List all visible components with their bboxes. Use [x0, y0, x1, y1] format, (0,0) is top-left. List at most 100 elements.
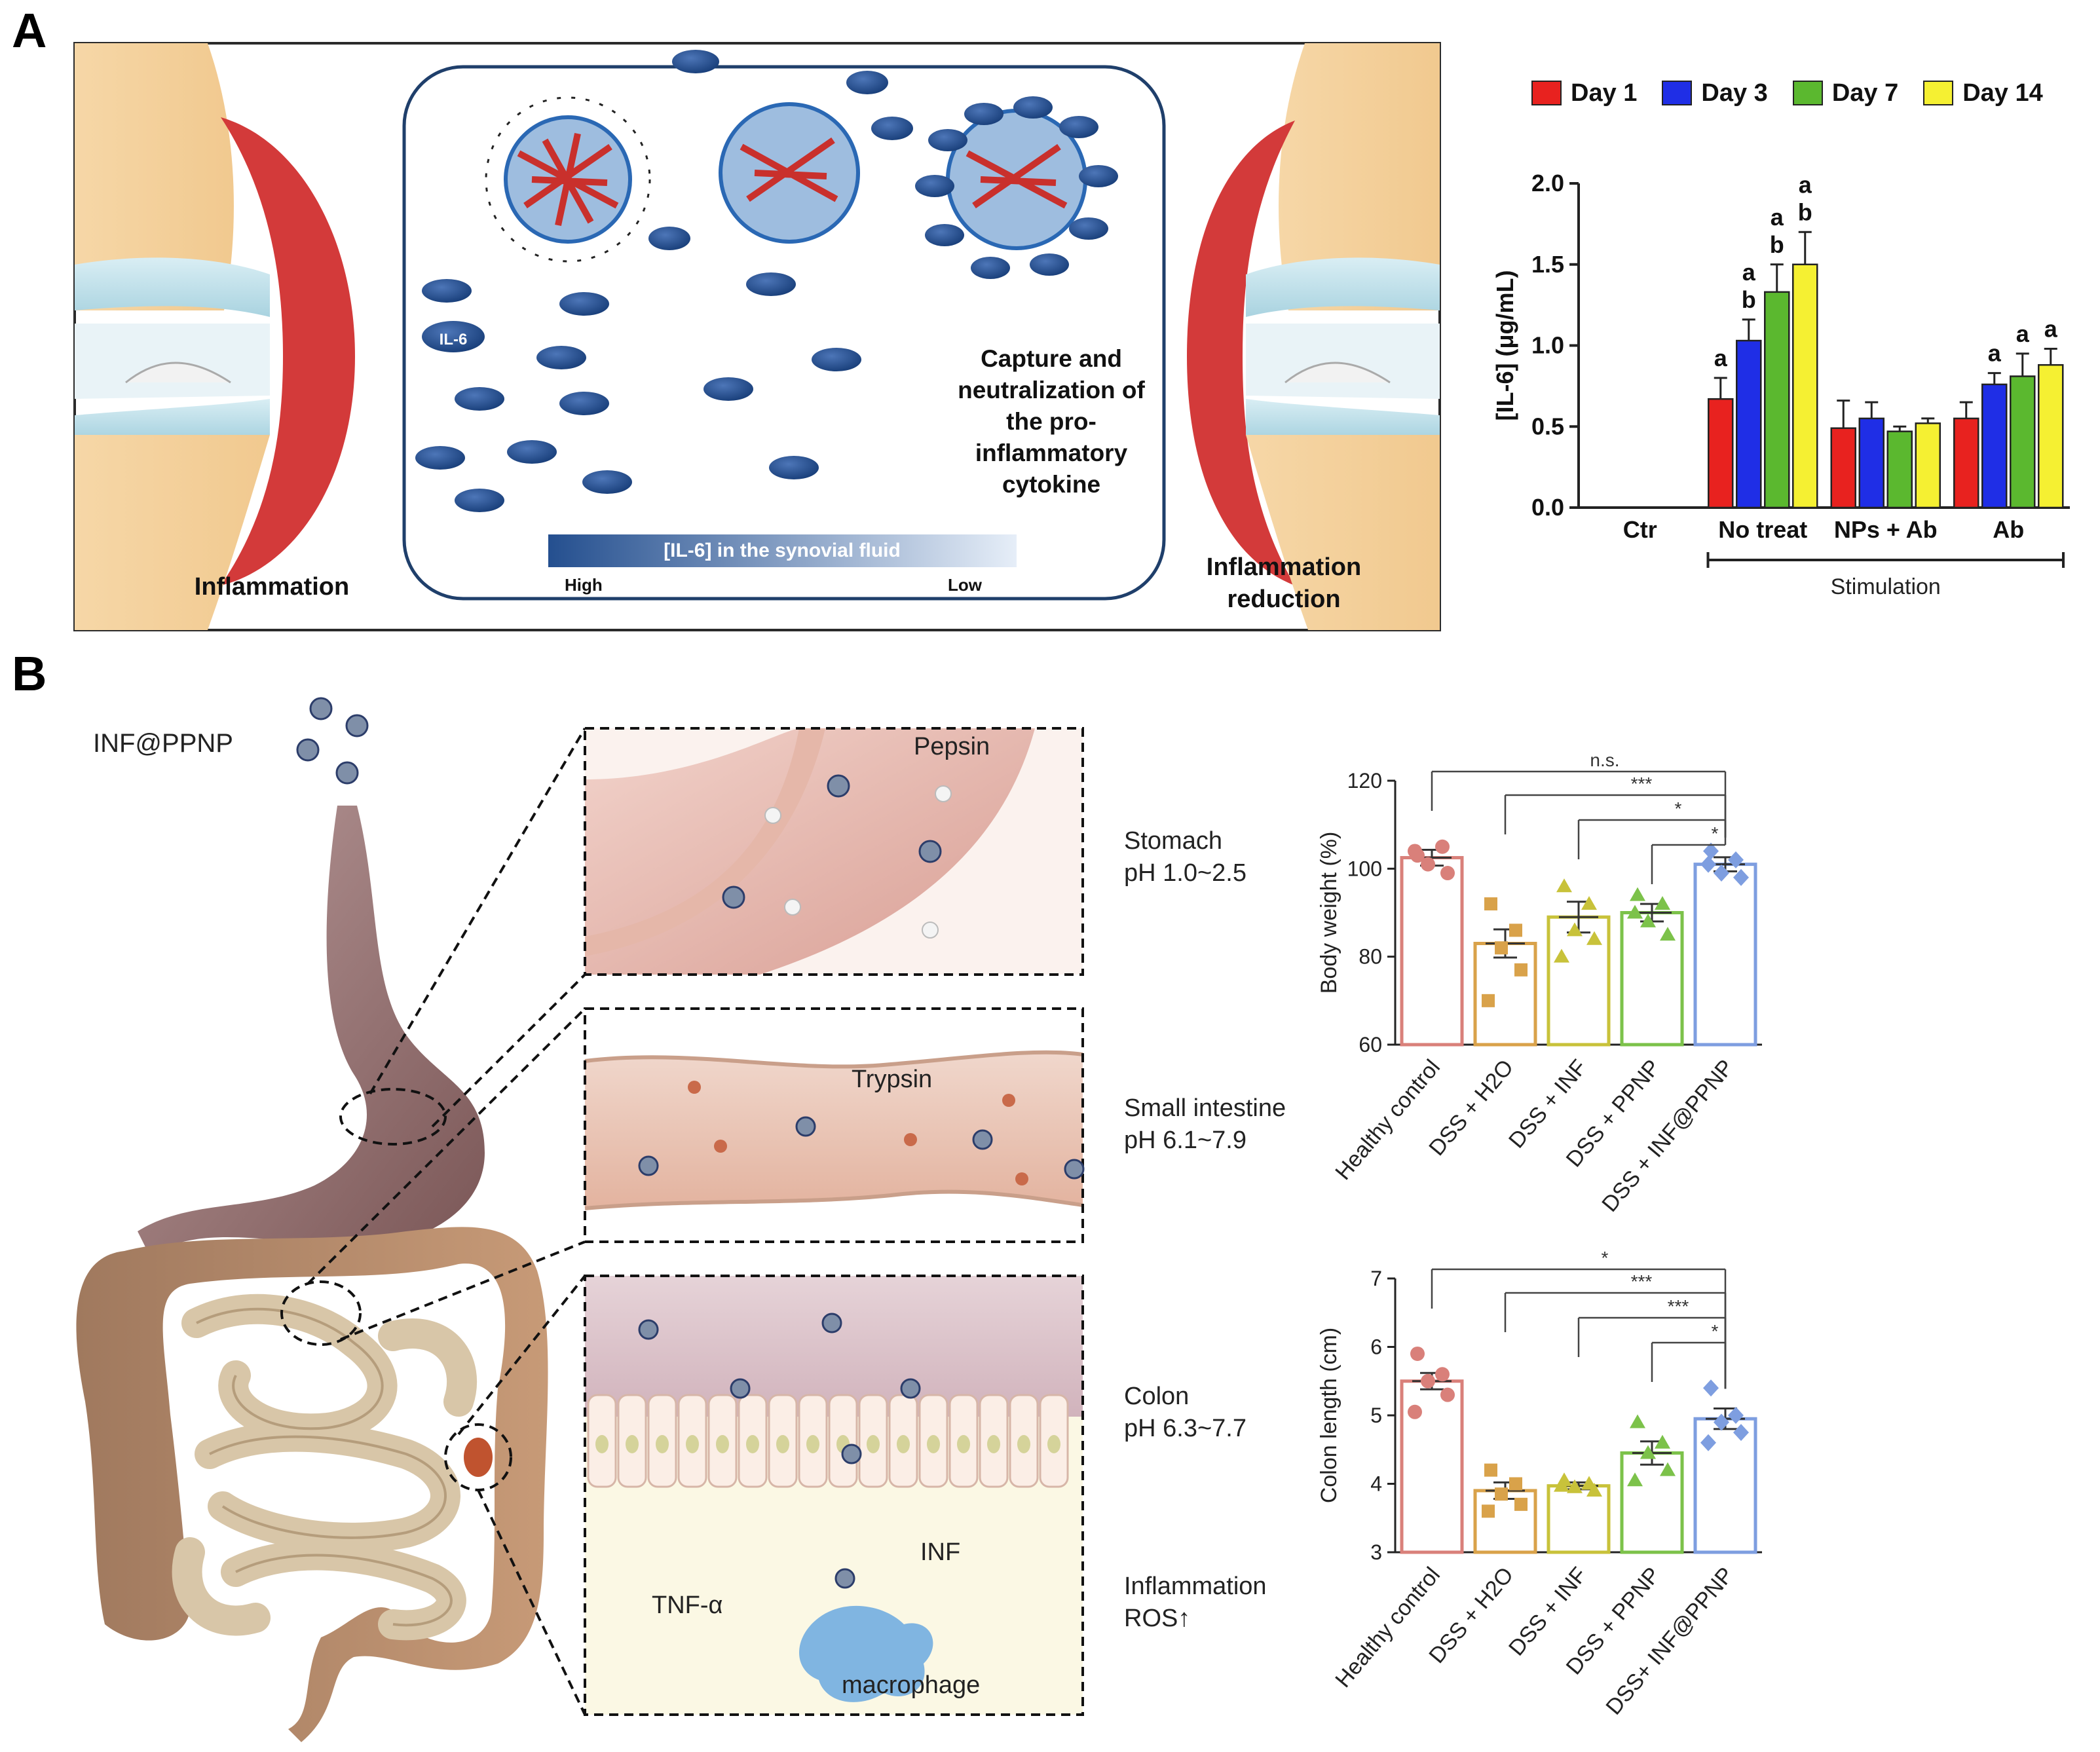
joint-diagram: IL-6 [IL-6] in the synovial fluid High L… [73, 42, 1441, 631]
bar [1708, 398, 1734, 509]
bar [1400, 856, 1464, 1047]
data-point [1703, 842, 1719, 860]
colon-label: Colon pH 6.3~7.7 [1124, 1383, 1247, 1442]
data-point [1482, 994, 1495, 1007]
nanoparticle-glyphs [296, 697, 1085, 1589]
significance-letter: a [1714, 345, 1728, 371]
il6-tag: IL-6 [440, 331, 468, 348]
data-point [1630, 1414, 1645, 1428]
data-point [1714, 1413, 1729, 1431]
small-intestine-label: Small intestine pH 6.1~7.9 [1124, 1094, 1286, 1154]
data-point [1482, 1504, 1495, 1518]
bar [1547, 915, 1611, 1047]
y-tick-label: 1.0 [1531, 332, 1564, 359]
data-point [1514, 1497, 1528, 1511]
x-tick-label: No treat [1718, 516, 1807, 543]
bar [1736, 339, 1762, 509]
significance-letter: a [2016, 320, 2030, 347]
y-tick-label: 0.0 [1531, 494, 1564, 521]
data-point [1660, 1462, 1676, 1476]
y-tick-label: 1.5 [1531, 251, 1564, 278]
inflammation-ros-label: Inflammation ROS↑ [1124, 1573, 1267, 1632]
x-tick-label: Healthy control [1330, 1055, 1445, 1185]
inflammation-reduction-label: Inflammation reduction [1206, 553, 1362, 614]
right-joint-illustration [1187, 43, 1440, 630]
y-tick-label: 5 [1370, 1404, 1382, 1427]
chart-legend: Day 1 Day 3 Day 7 Day 14 [1531, 73, 2095, 113]
legend-day3: Day 3 [1662, 79, 1768, 107]
data-point [1660, 927, 1676, 941]
data-point [1567, 1479, 1583, 1493]
y-tick-label: 7 [1370, 1267, 1382, 1290]
data-point [1714, 865, 1729, 882]
significance-marker: *** [1631, 1271, 1653, 1292]
data-point [1581, 896, 1597, 910]
bar [1693, 863, 1757, 1047]
y-tick-label: 120 [1347, 769, 1382, 792]
legend-swatch [1531, 81, 1562, 105]
panel-letter-b: B [12, 646, 47, 701]
data-point [1440, 1387, 1455, 1402]
il6-cytokines [415, 50, 1118, 512]
bar [1473, 942, 1537, 1047]
data-point [1410, 1346, 1425, 1361]
data-point [1567, 922, 1583, 937]
trypsin-glyphs [688, 1081, 1028, 1185]
gradient-label: [IL-6] in the synovial fluid [664, 540, 901, 561]
inflamed-spot [464, 1438, 493, 1477]
x-tick-label: NPs + Ab [1834, 516, 1938, 543]
data-point [1509, 923, 1522, 937]
bar [1915, 422, 1941, 509]
significance-letter: b [1770, 231, 1784, 258]
stomach-shape [138, 806, 485, 1258]
data-point [1700, 1434, 1716, 1451]
data-point [1408, 1404, 1422, 1419]
significance-marker: n.s. [1590, 750, 1619, 770]
gi-tract-diagram: Pepsin Trypsin TNF-α INF macrophage INF@… [76, 697, 1085, 1742]
legend-day1: Day 1 [1531, 79, 1637, 107]
data-point [1733, 1424, 1749, 1442]
tnf-alpha-label: TNF-α [652, 1592, 723, 1619]
colon-panel [584, 1275, 1084, 1716]
data-point [1509, 1477, 1522, 1491]
data-point [1484, 897, 1497, 911]
y-tick-label: 100 [1347, 857, 1382, 880]
significance-letter: a [1799, 171, 1812, 198]
significance-marker: * [1712, 1321, 1719, 1341]
bar [1620, 911, 1684, 1047]
stomach-focus-ellipse [339, 1088, 447, 1146]
stomach-panel [584, 727, 1084, 976]
intestine-outlines [196, 1307, 453, 1627]
x-tick-label: Ctr [1623, 516, 1657, 543]
macrophage-label: macrophage [842, 1671, 980, 1699]
y-tick-label: 3 [1370, 1540, 1382, 1564]
significance-marker: *** [1631, 773, 1653, 794]
pepsin-label: Pepsin [914, 733, 990, 760]
legend-swatch [1923, 81, 1954, 105]
y-tick-label: 6 [1370, 1335, 1382, 1359]
data-point [1728, 1407, 1744, 1424]
group-label: Stimulation [1831, 574, 1941, 599]
data-point [1554, 948, 1569, 963]
callout-lines [307, 727, 586, 1715]
y-tick-label: 0.5 [1531, 413, 1564, 439]
data-point [1435, 839, 1450, 854]
bar [1981, 383, 2008, 509]
x-tick-label: DSS + INF@PPNP [1597, 1055, 1738, 1217]
small-intestine-loops [172, 1294, 477, 1641]
inf-label: INF [920, 1538, 960, 1566]
y-tick-label: 4 [1370, 1472, 1382, 1496]
significance-letter: a [1988, 340, 2002, 367]
small-intestine-panel [584, 1007, 1084, 1243]
data-point [1484, 1463, 1497, 1477]
data-point [1586, 931, 1602, 945]
bar [1620, 1451, 1684, 1554]
panel-letter-a: A [12, 3, 47, 58]
gradient-high-label: High [565, 575, 603, 595]
y-tick-label: 2.0 [1531, 170, 1564, 196]
legend-swatch [1792, 81, 1823, 105]
data-point [1586, 1482, 1602, 1497]
data-point [1640, 1445, 1656, 1459]
bar [1953, 417, 1979, 509]
